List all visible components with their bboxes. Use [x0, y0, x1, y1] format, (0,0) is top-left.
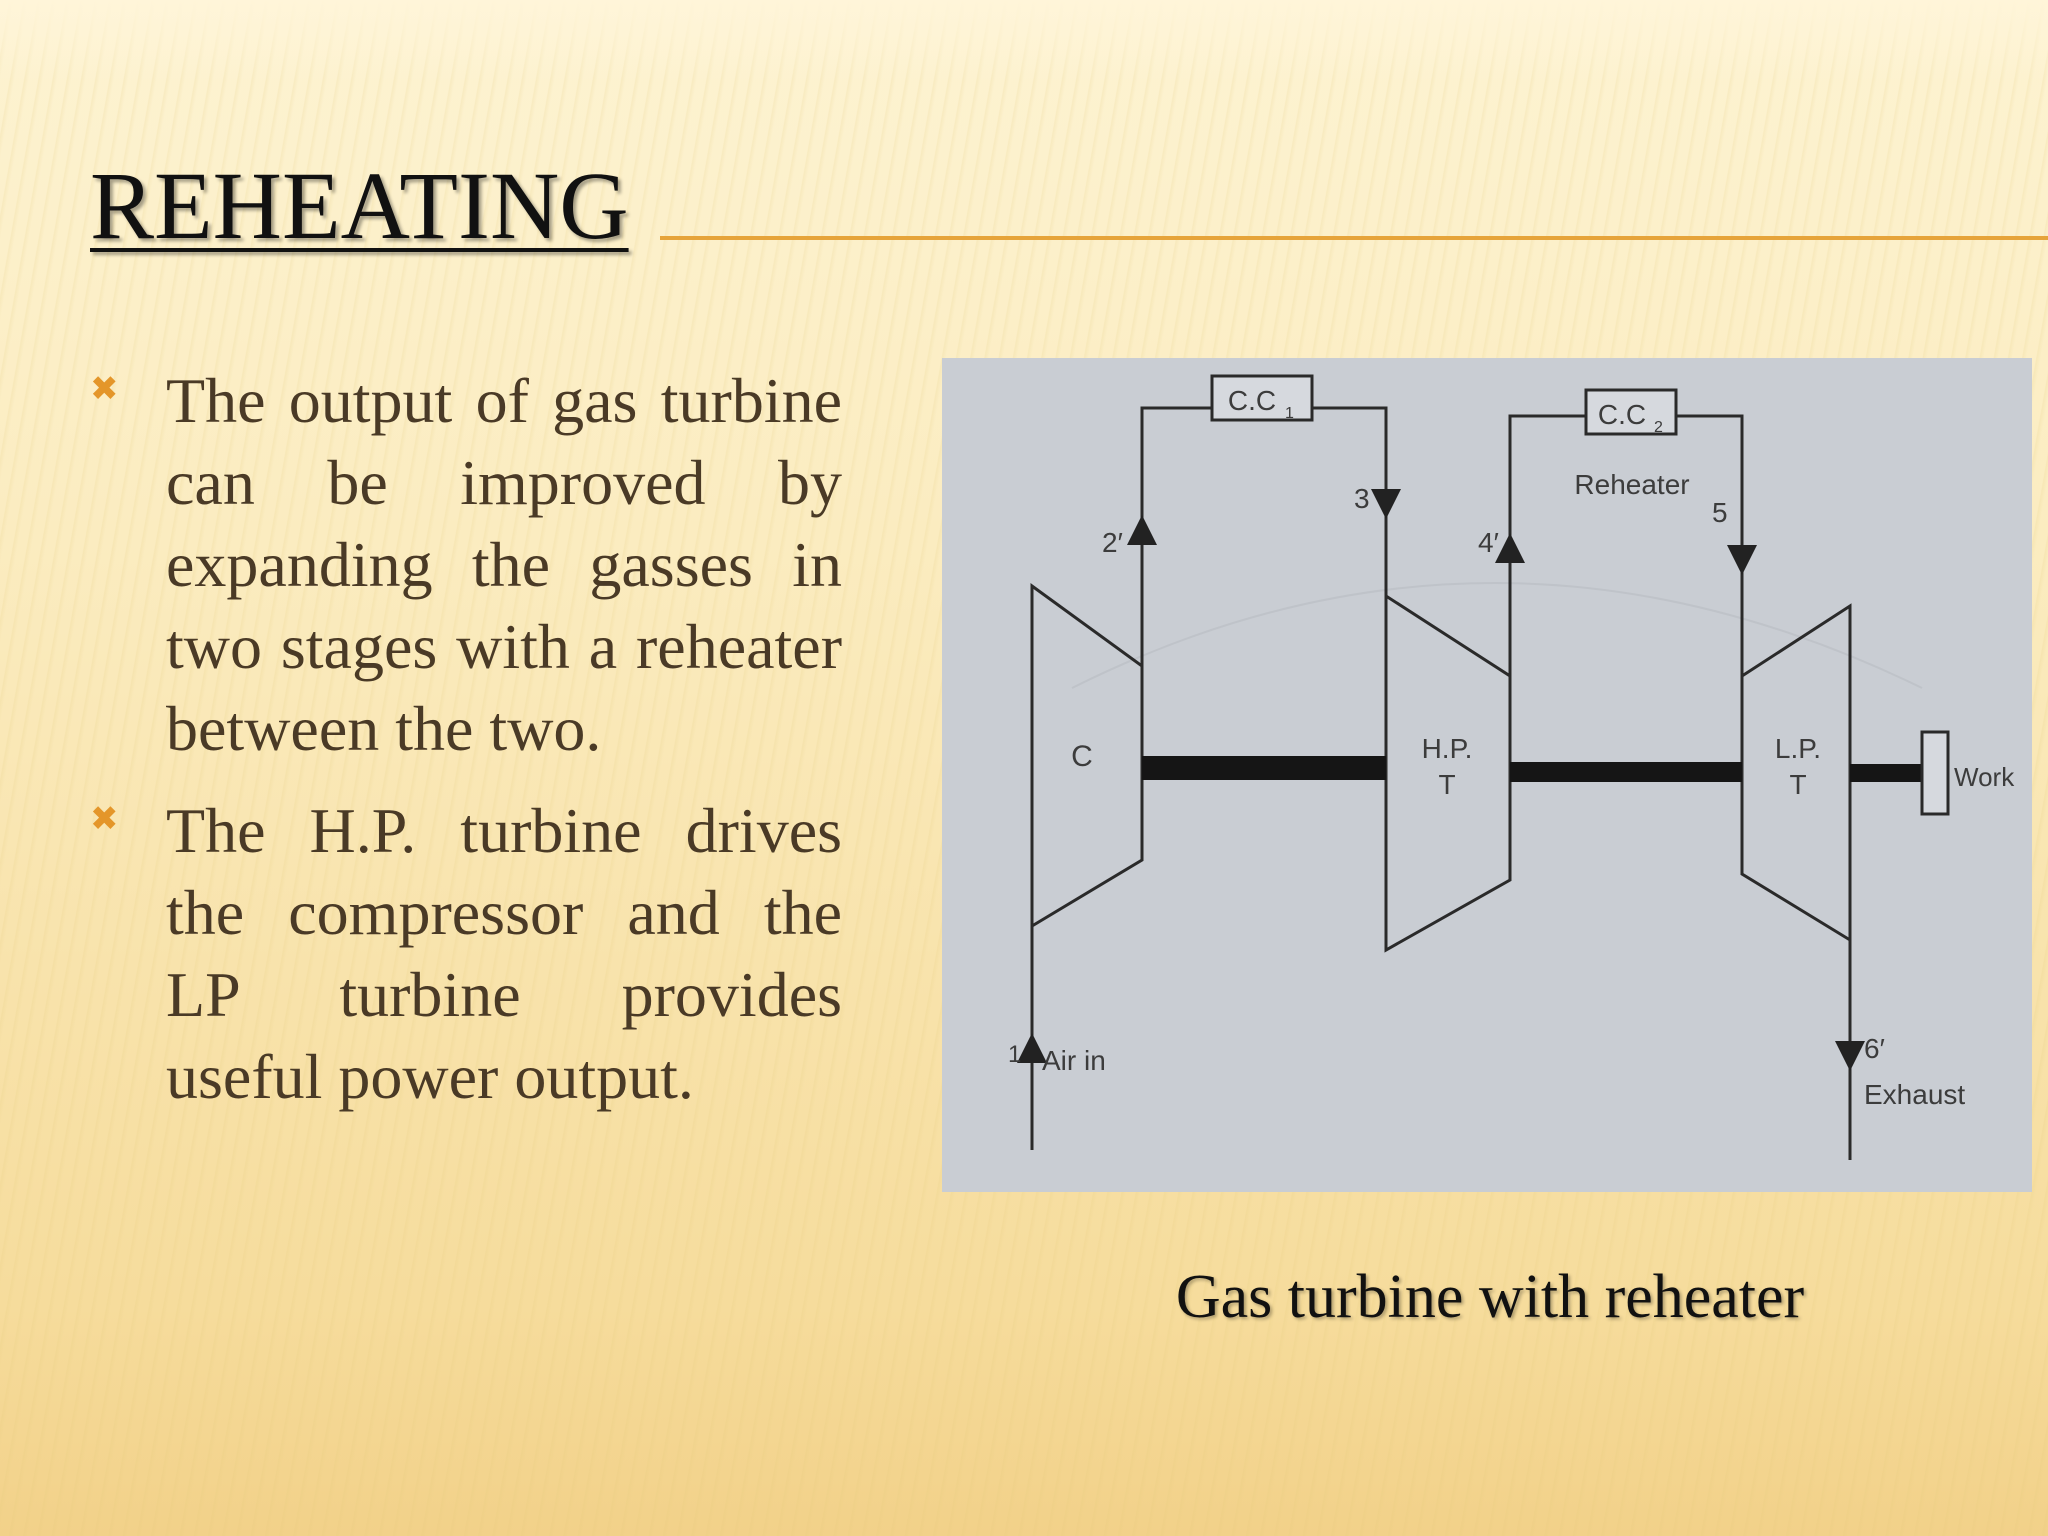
reheater-label: Reheater — [1574, 469, 1689, 500]
background-arc — [1071, 582, 1923, 689]
cc2-label: C.C — [1598, 399, 1646, 430]
combustion-chamber-1 — [1210, 374, 1314, 422]
work-output-box — [1920, 730, 1950, 816]
bullet-text: The H.P. turbine drives the compressor a… — [166, 795, 842, 1112]
hp-turbine-label-2: T — [1438, 769, 1455, 800]
point-1-label: 1 — [1008, 1041, 1021, 1068]
lp-turbine-label: L.P. — [1775, 733, 1821, 764]
bullet-list: ✖ The output of gas turbine can be impro… — [90, 360, 842, 1138]
point-4-label: 4′ — [1478, 527, 1499, 558]
point-3-label: 3 — [1354, 483, 1370, 514]
pipe-4-to-cc2 — [1508, 414, 1586, 676]
slide-title: REHEATING — [90, 152, 629, 259]
gas-turbine-diagram: C H.P. T L.P. T Work C.C 1 2′ 3 C.C 2 Re… — [942, 358, 2032, 1192]
bullet-item: ✖ The output of gas turbine can be impro… — [90, 360, 842, 770]
figure-caption: Gas turbine with reheater — [1175, 1263, 1805, 1331]
bullet-text: The output of gas turbine can be improve… — [166, 365, 842, 764]
shaft-lpt-work — [1850, 764, 1922, 782]
combustion-chamber-2 — [1584, 388, 1678, 436]
point-5-label: 5 — [1712, 497, 1728, 528]
cc1-subscript: 1 — [1285, 405, 1294, 422]
lp-turbine-label-2: T — [1789, 769, 1806, 800]
cross-bullet-icon: ✖ — [90, 799, 119, 839]
shaft-hpt-lpt — [1510, 762, 1742, 782]
air-in-label: Air in — [1042, 1045, 1106, 1076]
title-rule — [660, 236, 2048, 240]
shaft-c-hpt — [1142, 756, 1386, 780]
hp-turbine-shape — [1384, 593, 1512, 953]
bullet-item: ✖ The H.P. turbine drives the compressor… — [90, 790, 842, 1118]
point-2-label: 2′ — [1102, 527, 1123, 558]
compressor-label: C — [1071, 740, 1093, 773]
cc2-subscript: 2 — [1654, 419, 1663, 436]
pipe-cc1-to-3 — [1312, 406, 1388, 596]
work-label: Work — [1954, 762, 2015, 792]
point-6-label: 6′ — [1864, 1033, 1885, 1064]
pipe-cc2-to-5 — [1676, 414, 1744, 676]
cross-bullet-icon: ✖ — [90, 369, 119, 409]
exhaust-label: Exhaust — [1864, 1079, 1965, 1110]
pipe-2-to-cc1 — [1140, 406, 1212, 666]
cc1-label: C.C — [1228, 385, 1276, 416]
hp-turbine-label: H.P. — [1422, 733, 1473, 764]
slide-background-top — [0, 0, 2048, 80]
compressor-shape — [1030, 583, 1144, 929]
diagram-svg: C H.P. T L.P. T Work C.C 1 2′ 3 C.C 2 Re… — [1008, 374, 2015, 1160]
